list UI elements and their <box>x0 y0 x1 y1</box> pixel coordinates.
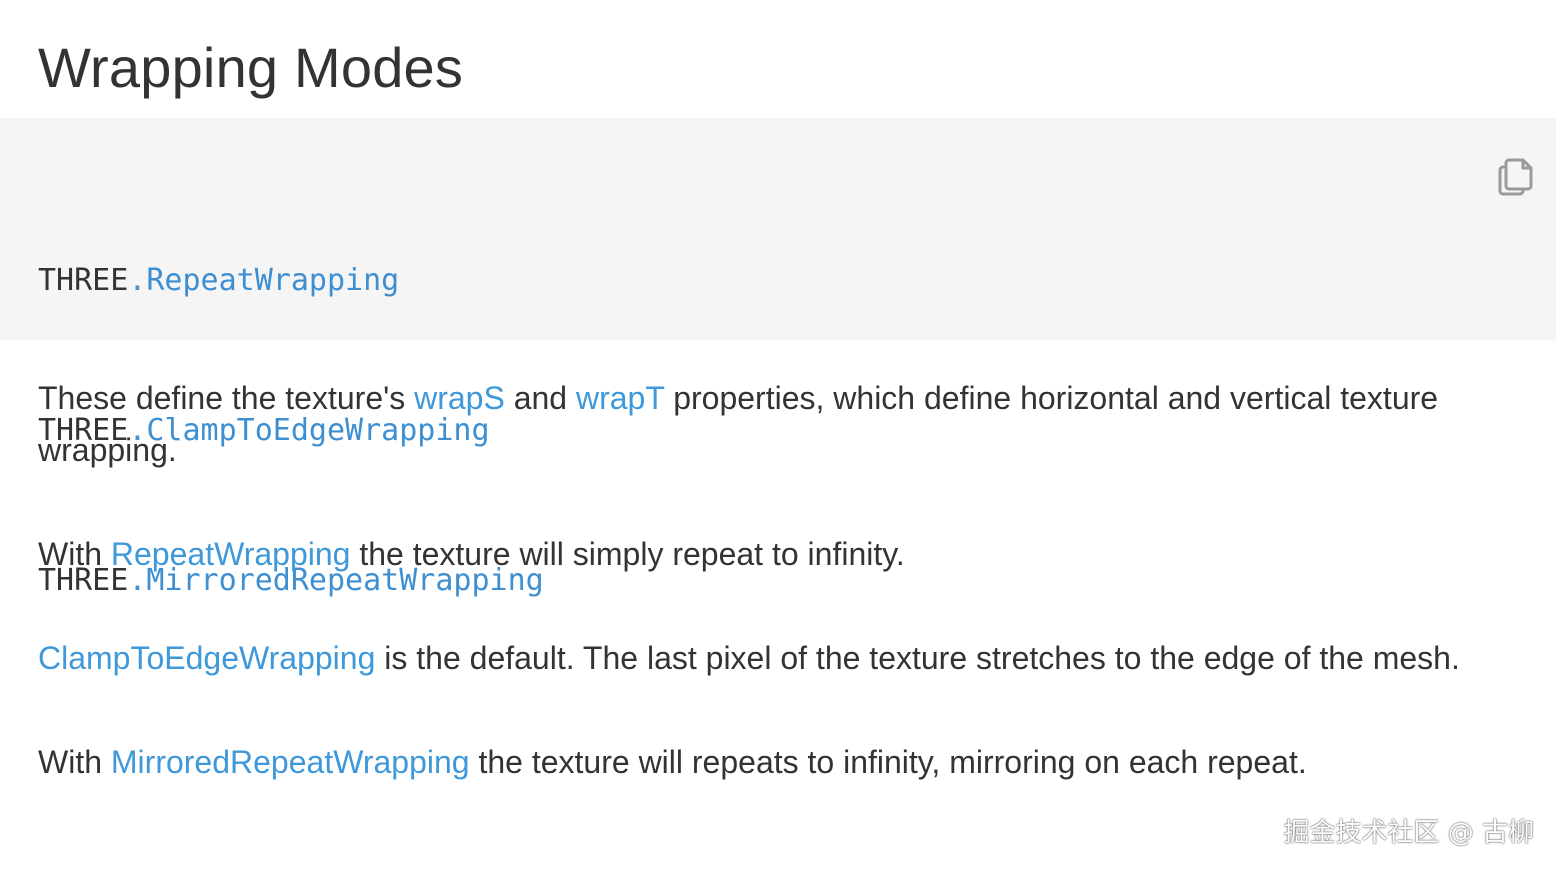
code-block: THREE.RepeatWrapping THREE.ClampToEdgeWr… <box>0 118 1556 598</box>
code-property: ClampToEdgeWrapping <box>146 413 490 448</box>
text: With <box>38 744 111 780</box>
link-clamp-to-edge-wrapping[interactable]: ClampToEdgeWrapping <box>38 640 376 676</box>
code-object: THREE <box>38 263 129 298</box>
description: These define the texture's wrapS and wra… <box>38 372 1518 840</box>
copy-code-button[interactable] <box>1496 154 1536 196</box>
code-property: MirroredRepeatWrapping <box>146 563 544 598</box>
code-line: THREE.ClampToEdgeWrapping <box>38 406 544 456</box>
paragraph-mirrored-repeat: With MirroredRepeatWrapping the texture … <box>38 736 1518 788</box>
code-line: THREE.RepeatWrapping <box>38 256 544 306</box>
watermark: 掘金技术社区 @ 古柳 <box>1283 818 1534 848</box>
code-object: THREE <box>38 413 129 448</box>
code-dot: . <box>128 263 147 298</box>
text: the texture will simply repeat to infini… <box>350 536 905 572</box>
code-line: THREE.MirroredRepeatWrapping <box>38 556 544 606</box>
paragraph-wrap-properties: These define the texture's wrapS and wra… <box>38 372 1518 476</box>
text: properties, which define horizontal and … <box>38 380 1439 468</box>
text: the texture will repeats to infinity, mi… <box>469 744 1307 780</box>
link-wraps[interactable]: wrapS <box>414 380 505 416</box>
page-title: Wrapping Modes <box>38 36 464 99</box>
text: With <box>38 536 111 572</box>
link-wrapt[interactable]: wrapT <box>575 380 665 416</box>
text: and <box>504 380 576 416</box>
code-property: RepeatWrapping <box>146 263 400 298</box>
text: These define the texture's <box>38 380 415 416</box>
code-dot: . <box>128 413 147 448</box>
link-repeat-wrapping[interactable]: RepeatWrapping <box>110 536 351 572</box>
link-mirrored-repeat-wrapping[interactable]: MirroredRepeatWrapping <box>110 744 470 780</box>
paragraph-repeat-wrapping: With RepeatWrapping the texture will sim… <box>38 528 1518 580</box>
copy-icon <box>1498 158 1533 196</box>
code-lines: THREE.RepeatWrapping THREE.ClampToEdgeWr… <box>38 156 544 706</box>
text: is the default. The last pixel of the te… <box>375 640 1460 676</box>
code-object: THREE <box>38 563 129 598</box>
paragraph-clamp-to-edge: ClampToEdgeWrapping is the default. The … <box>38 632 1518 684</box>
code-dot: . <box>128 563 147 598</box>
